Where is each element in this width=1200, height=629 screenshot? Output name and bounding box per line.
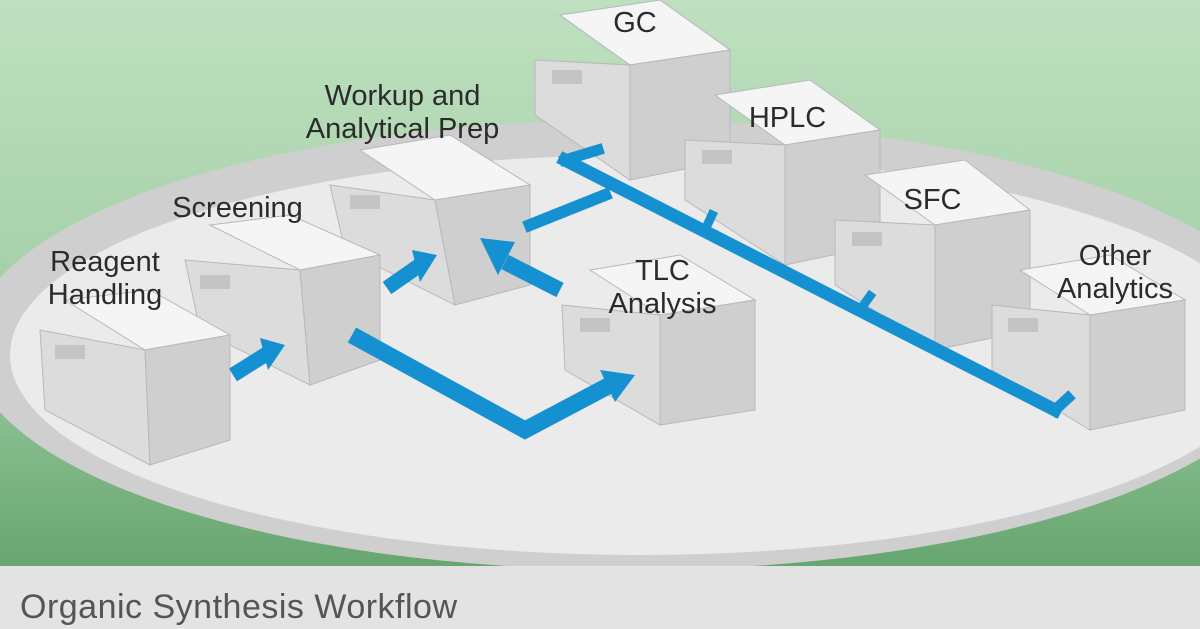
arrow-screening-to-tlc [347, 327, 635, 440]
label-other-analytics: Other Analytics [1056, 240, 1174, 305]
module-other [991, 254, 1187, 431]
label-workup-analytical-prep: Workup and Analytical Prep [305, 80, 500, 145]
module-tlc [561, 254, 757, 426]
label-screening: Screening [172, 192, 303, 224]
arrow-reagent-to-screening [229, 338, 285, 382]
label-sfc: SFC [903, 184, 962, 216]
label-reagent-handling: Reagent Handling [47, 246, 163, 311]
module-workup [329, 134, 532, 306]
module-reagent [39, 289, 232, 466]
arrow-screening-to-workup [382, 250, 437, 295]
label-hplc: HPLC [748, 102, 827, 134]
caption-bar [0, 566, 1200, 629]
label-tlc-analysis: TLC Analysis [608, 255, 717, 320]
connector-bus [522, 143, 1076, 419]
caption-text: Organic Synthesis Workflow [20, 588, 458, 626]
label-gc: GC [613, 7, 657, 39]
arrow-tlc-to-workup [480, 238, 564, 298]
